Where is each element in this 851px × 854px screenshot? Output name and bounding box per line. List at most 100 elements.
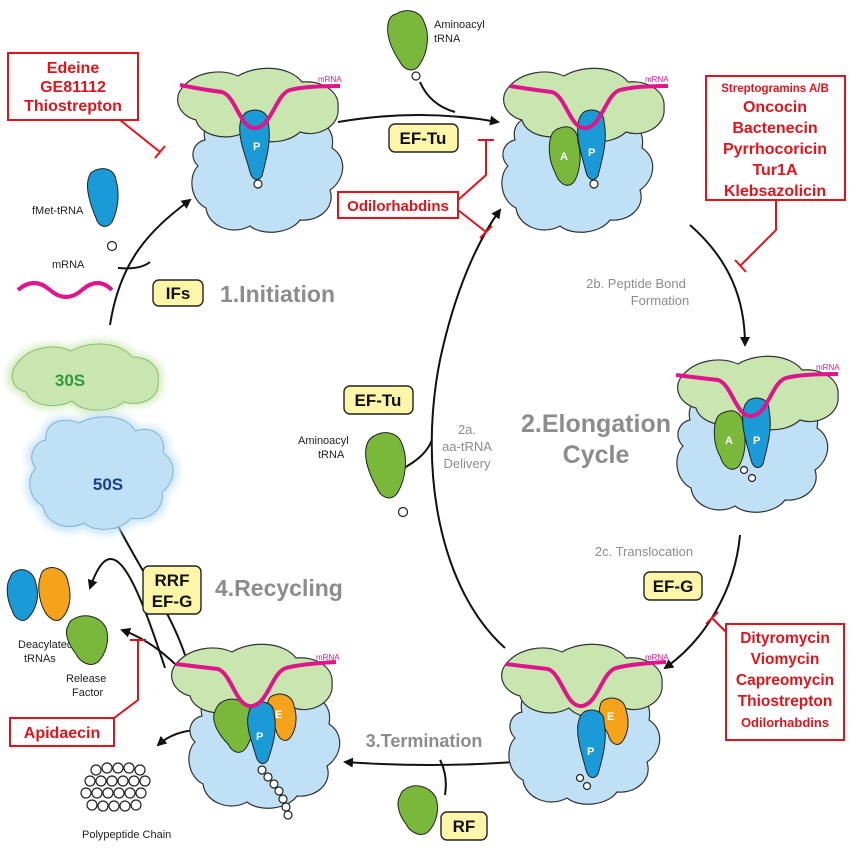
deacylated-trnas: Deacylated tRNAs xyxy=(6,567,73,665)
arrow-peptide-bond xyxy=(689,224,750,347)
p-site-trna xyxy=(577,709,606,778)
arrow-release-factor xyxy=(120,627,176,665)
svg-text:Oncocin: Oncocin xyxy=(743,99,807,116)
aminoacyl-label: tRNA xyxy=(318,449,345,461)
subunit-30s: 30S xyxy=(7,340,163,414)
svg-text:EF-G: EF-G xyxy=(152,592,193,611)
arrow-rf-in xyxy=(439,759,447,796)
svg-text:Tur1A: Tur1A xyxy=(752,162,797,179)
svg-text:EF-G: EF-G xyxy=(653,577,694,596)
inhibitor-line xyxy=(119,119,166,159)
svg-text:Bactenecin: Bactenecin xyxy=(732,120,817,137)
arrow-subunits-to-initiation xyxy=(109,198,192,326)
svg-text:EF-Tu: EF-Tu xyxy=(400,129,447,148)
trna-end xyxy=(397,506,409,518)
site-e-label: E xyxy=(275,709,282,721)
factor-ifs: IFs xyxy=(152,279,204,307)
svg-text:Viomycin: Viomycin xyxy=(751,651,820,668)
arrow-aa-trna-top-in xyxy=(419,81,456,113)
inhibitor-line xyxy=(113,639,146,719)
aminoacyl-trna-mid: Aminoacyl tRNA xyxy=(298,432,409,518)
svg-text:Streptogramins A/B: Streptogramins A/B xyxy=(721,83,829,95)
inhibitor-recycling: Apidaecin xyxy=(9,639,146,747)
stage-elongation-cycle: Cycle xyxy=(563,441,630,469)
fmet-trna-shape xyxy=(87,168,119,227)
small-subunit xyxy=(503,67,665,143)
arrow-initiation-to-elongation xyxy=(337,114,500,126)
stage-elongation: 2.Elongation xyxy=(521,410,671,438)
e-site-trna xyxy=(267,693,297,741)
rf-shape xyxy=(397,785,439,835)
inhibitor-initiation: Edeine GE81112 Thiostrepton xyxy=(7,52,166,159)
aminoacyl-label: Aminoacyl xyxy=(434,19,485,31)
svg-text:Thiostrepton: Thiostrepton xyxy=(24,98,122,115)
e-site-trna xyxy=(599,697,629,745)
mrna-strand xyxy=(179,83,341,130)
inhibitor-line xyxy=(705,611,727,633)
arrow-elongation-inner xyxy=(430,208,506,649)
aminoacyl-label: tRNA xyxy=(434,33,461,45)
free-mrna: mRNA xyxy=(16,259,114,299)
trna-end xyxy=(589,179,599,189)
svg-text:Odilorhabdins: Odilorhabdins xyxy=(741,715,829,730)
30s-shape xyxy=(11,343,159,411)
svg-text:Capreomycin: Capreomycin xyxy=(736,672,834,689)
mrna-strand xyxy=(505,660,667,708)
30s-label: 30S xyxy=(55,371,85,390)
trna-end xyxy=(411,71,421,81)
arrow-translocation xyxy=(663,534,741,670)
trna-end xyxy=(575,773,585,783)
stage-labels: 1.Initiation 2.Elongation Cycle 3.Termin… xyxy=(215,281,671,751)
site-p-label: P xyxy=(588,147,595,159)
translocated-complex: E P mRNA xyxy=(501,643,669,805)
aminoacyl-label: Aminoacyl xyxy=(298,435,349,447)
svg-text:GE81112: GE81112 xyxy=(40,79,106,96)
substep-translocation: 2c. Translocation xyxy=(595,544,693,559)
fmet-trna: fMet-tRNA xyxy=(32,168,119,252)
arrow-termination xyxy=(343,757,516,768)
stage-termination: 3.Termination xyxy=(366,731,483,751)
site-p-label: P xyxy=(753,435,760,447)
substep-delivery-1: 2a. xyxy=(458,422,476,437)
mrna-strand xyxy=(175,660,337,708)
svg-text:RRF: RRF xyxy=(155,571,190,590)
site-p-label: P xyxy=(253,141,260,153)
elongation-complex-right: A P mRNA xyxy=(675,355,840,513)
inhibitor-peptide-bond: Streptogramins A/B Oncocin Bactenecin Py… xyxy=(705,75,846,273)
50s-label: 50S xyxy=(93,475,123,494)
substep-peptide-bond-2: Formation xyxy=(631,293,690,308)
p-site-trna xyxy=(247,701,276,764)
site-p-label: P xyxy=(256,731,263,743)
trna-end xyxy=(739,465,749,475)
initiation-complex: P mRNA xyxy=(177,67,344,233)
fmet-trna-label: fMet-tRNA xyxy=(32,205,84,217)
svg-text:Pyrrhocoricin: Pyrrhocoricin xyxy=(723,141,827,158)
trna-end xyxy=(106,240,118,252)
factor-ef-g: EF-G xyxy=(643,571,703,601)
mrna-strand xyxy=(675,372,839,418)
polypeptide-label: Polypeptide Chain xyxy=(82,829,171,841)
deacylated-label: Deacylated xyxy=(18,639,73,651)
factor-boxes: IFs EF-Tu EF-Tu EF-G RRF EF-G RF xyxy=(142,123,703,841)
trna-end xyxy=(582,781,592,791)
aminoacyl-trna-shape xyxy=(365,432,406,499)
arrow-mrna-fmet-in xyxy=(117,261,151,270)
substep-delivery-3: Delivery xyxy=(444,456,491,471)
site-e-label: E xyxy=(607,711,614,723)
svg-text:Edeine: Edeine xyxy=(47,60,100,77)
mrna-tag: mRNA xyxy=(318,75,342,84)
svg-text:EF-Tu: EF-Tu xyxy=(355,391,402,410)
mrna-tag: mRNA xyxy=(645,75,669,84)
aminoacyl-trna-top: Aminoacyl tRNA xyxy=(387,10,485,81)
release-factor-label: Release xyxy=(66,673,106,685)
mrna-tag: mRNA xyxy=(816,363,840,372)
factor-rf: RF xyxy=(440,811,488,841)
polypeptide-beads xyxy=(80,762,151,812)
inhibitor-translocation: Dityromycin Viomycin Capreomycin Thiostr… xyxy=(705,611,845,741)
svg-text:Odilorhabdins: Odilorhabdins xyxy=(347,198,449,215)
svg-text:Thiostrepton: Thiostrepton xyxy=(738,693,833,710)
release-factor-free: Release Factor xyxy=(65,615,109,699)
deacylated-label: tRNAs xyxy=(24,653,56,665)
